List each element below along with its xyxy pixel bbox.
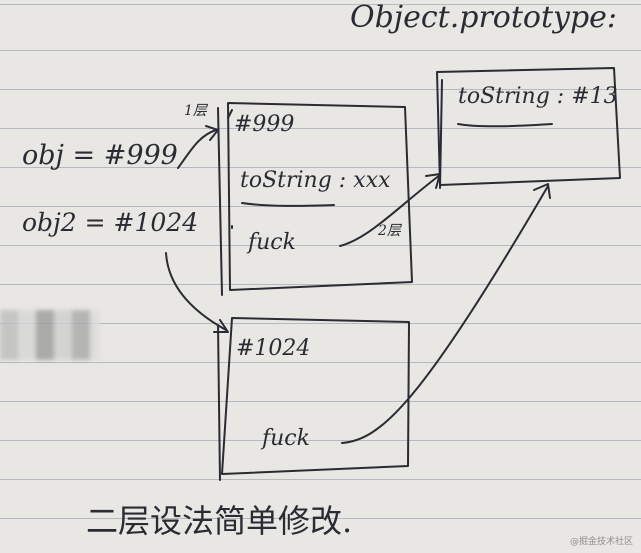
label-1ceng: 1层 [184, 103, 207, 119]
box1024-id: #1024 [236, 336, 311, 361]
box-1024-outline [217, 317, 410, 481]
arrow-obj2-to-1024 [165, 252, 229, 333]
redacted-blur [0, 310, 100, 360]
box999-id: #999 [234, 112, 295, 137]
arrow-999-to-proto [339, 173, 441, 247]
obj2-variable: obj2 = #1024 [22, 208, 199, 237]
proto-tostring-entry: toString : #13 [458, 84, 618, 109]
proto-tostring-underline [457, 123, 553, 128]
prototype-box-outline [436, 67, 621, 189]
obj-variable: obj = #999 [22, 140, 178, 171]
box-999-outline [217, 102, 413, 296]
box999-tostring: toString : xxx [240, 168, 391, 193]
box999-tostring-underline [241, 202, 335, 207]
arrow-obj-to-999 [177, 125, 219, 169]
prototype-header: Object.prototype: [350, 0, 618, 35]
box999-fuck: fuck [248, 230, 296, 255]
arrow-1024-to-proto [341, 183, 551, 444]
footer-note: 二层设法简单修改. [86, 502, 353, 540]
box1024-fuck: fuck [262, 426, 310, 451]
watermark: @掘金技术社区 [569, 537, 633, 547]
label-2ceng: 2层 [378, 223, 401, 239]
